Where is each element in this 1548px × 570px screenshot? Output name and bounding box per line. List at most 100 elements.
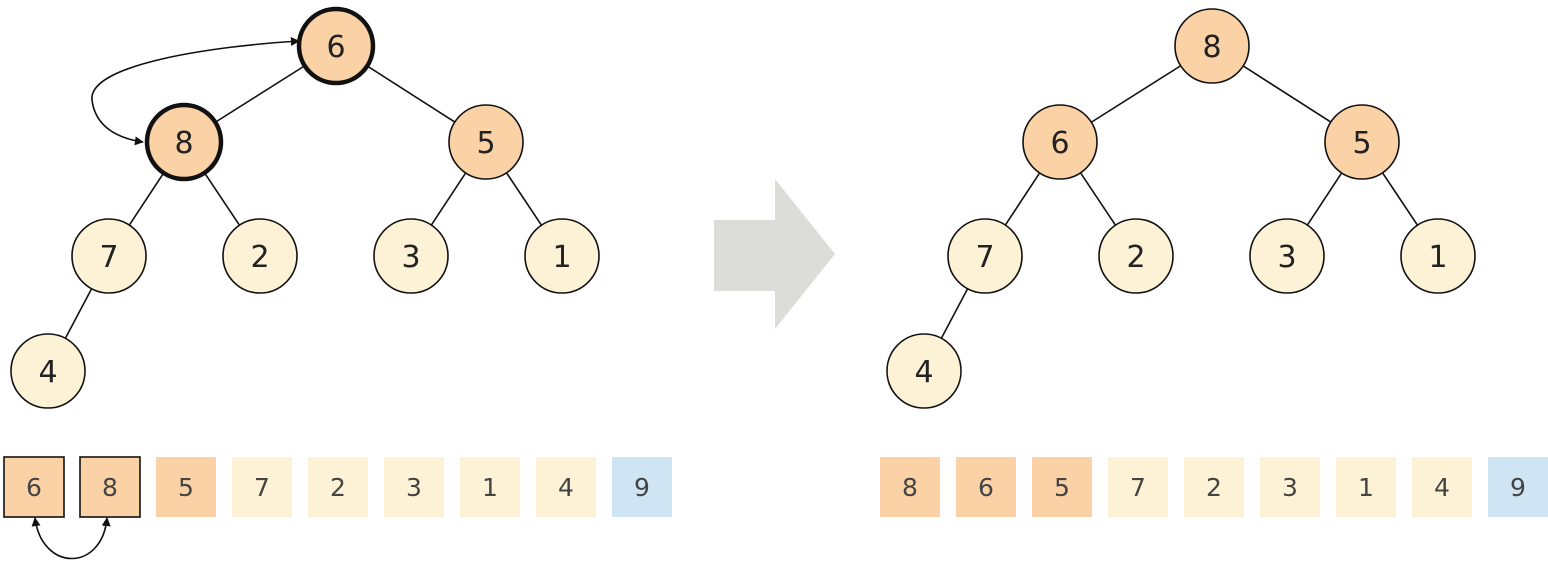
after-cell-value: 8: [902, 473, 918, 502]
before-tree-node: 7: [71, 218, 147, 294]
before-tree-edge: [128, 172, 165, 226]
before-tree-edge: [505, 172, 543, 226]
after-array-cell: 1: [1336, 457, 1396, 517]
before-cell-box: [536, 457, 596, 517]
after-cell-value: 2: [1206, 473, 1222, 502]
before-array-cell: 6: [3, 456, 65, 518]
after-array-cell: 7: [1108, 457, 1168, 517]
before-tree-node: 8: [144, 102, 224, 182]
before-node-circle: [222, 218, 298, 294]
after-cell-box: [1488, 457, 1548, 517]
after-cell-value: 7: [1130, 473, 1146, 502]
after-tree-edge: [1090, 65, 1182, 123]
before-node-circle: [296, 6, 376, 86]
before-array-cell: 4: [536, 457, 596, 517]
tree-swap-arrow: [91, 36, 300, 146]
before-array-cell: 7: [232, 457, 292, 517]
after-tree-node: 8: [1174, 8, 1250, 84]
after-node-circle: [1022, 104, 1098, 180]
after-node-label: 7: [975, 240, 994, 275]
before-node-circle: [524, 218, 600, 294]
after-array-cell: 3: [1260, 457, 1320, 517]
before-tree-node: 6: [296, 6, 376, 86]
after-tree-edge: [1306, 172, 1343, 226]
array-swap-arrow: [31, 517, 111, 560]
after-node-label: 4: [914, 355, 933, 390]
after-array-cell: 6: [956, 457, 1016, 517]
after-cell-value: 9: [1510, 473, 1526, 502]
after-array-cell: 9: [1488, 457, 1548, 517]
after-cell-box: [1336, 457, 1396, 517]
after-tree-node: 2: [1098, 218, 1174, 294]
after-node-label: 5: [1352, 126, 1371, 161]
after-cell-value: 6: [978, 473, 994, 502]
after-node-label: 8: [1202, 30, 1221, 65]
before-cell-value: 4: [558, 473, 574, 502]
before-tree-edge: [64, 288, 93, 339]
after-node-label: 2: [1126, 240, 1145, 275]
after-array: 8 6 5 7 2 3 1 4 9: [880, 457, 1548, 517]
before-tree-node: 1: [524, 218, 600, 294]
before-array-cell: 3: [384, 457, 444, 517]
before-cell-value: 5: [178, 473, 194, 502]
after-node-label: 3: [1277, 240, 1296, 275]
before-node-circle: [144, 102, 224, 182]
before-cell-value: 8: [102, 473, 118, 502]
after-cell-box: [1260, 457, 1320, 517]
before-cell-box: [612, 457, 672, 517]
after-tree-node: 7: [947, 218, 1023, 294]
before-cell-value: 3: [406, 473, 422, 502]
after-array-cell: 8: [880, 457, 940, 517]
before-node-circle: [373, 218, 449, 294]
after-tree-edge: [1381, 172, 1419, 226]
transition-arrow-icon: [714, 179, 835, 329]
before-cell-box: [79, 456, 141, 518]
before-cell-box: [232, 457, 292, 517]
before-node-label: 7: [99, 240, 118, 275]
before-node-label: 4: [38, 355, 57, 390]
after-tree-edge: [1242, 65, 1332, 123]
after-tree-node: 1: [1400, 218, 1476, 294]
after-tree-node: 3: [1249, 218, 1325, 294]
after-node-circle: [1174, 8, 1250, 84]
after-cell-box: [880, 457, 940, 517]
after-cell-value: 4: [1434, 473, 1450, 502]
after-node-label: 1: [1428, 240, 1447, 275]
after-array-cell: 4: [1412, 457, 1472, 517]
after-node-circle: [1098, 218, 1174, 294]
before-array-cell: 5: [156, 457, 216, 517]
before-node-label: 1: [552, 240, 571, 275]
after-cell-value: 5: [1054, 473, 1070, 502]
after-cell-box: [1412, 457, 1472, 517]
before-tree: 6 8 5 7 2 3 1 4: [10, 6, 600, 409]
before-array-cell: 1: [460, 457, 520, 517]
after-cell-value: 3: [1282, 473, 1298, 502]
before-cell-box: [3, 456, 65, 518]
before-tree-node: 5: [448, 104, 524, 180]
before-node-label: 8: [174, 126, 193, 161]
before-cell-value: 7: [254, 473, 270, 502]
before-tree-edge: [203, 172, 241, 226]
after-node-circle: [886, 333, 962, 409]
after-cell-box: [956, 457, 1016, 517]
before-tree-edge: [214, 65, 306, 123]
before-node-circle: [71, 218, 147, 294]
after-cell-box: [1184, 457, 1244, 517]
after-cell-value: 1: [1358, 473, 1374, 502]
before-tree-edge: [430, 172, 467, 226]
after-array-cell: 5: [1032, 457, 1092, 517]
before-node-circle: [10, 333, 86, 409]
before-node-label: 2: [250, 240, 269, 275]
after-tree-edge: [940, 288, 969, 339]
before-cell-box: [308, 457, 368, 517]
after-array-cell: 2: [1184, 457, 1244, 517]
before-cell-value: 6: [26, 473, 42, 502]
before-node-label: 3: [401, 240, 420, 275]
before-node-label: 6: [326, 30, 345, 65]
before-tree-edge: [366, 65, 456, 123]
before-cell-value: 1: [482, 473, 498, 502]
after-node-circle: [1324, 104, 1400, 180]
after-node-circle: [1249, 218, 1325, 294]
after-cell-box: [1032, 457, 1092, 517]
